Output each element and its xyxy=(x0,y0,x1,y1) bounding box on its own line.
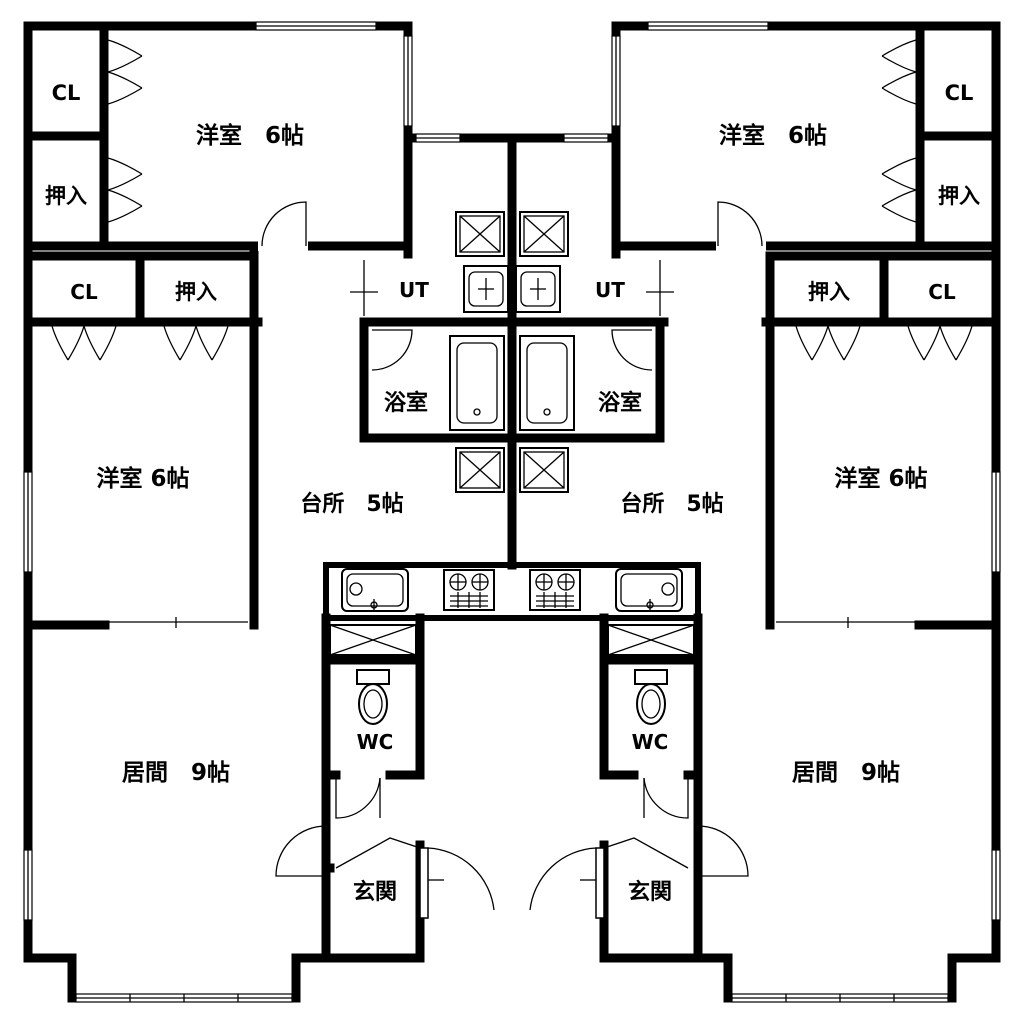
labels-right: 洋室 6帖 CL 押入 CL 押入 洋室 6帖 UT 浴室 台所 5帖 WC 居… xyxy=(595,81,980,905)
room-label-cl-mid-left: CL xyxy=(70,280,98,304)
room-label-bath-right: 浴室 xyxy=(598,390,642,416)
room-label-cl-mid-right: CL xyxy=(928,280,956,304)
room-label-living-right: 居間 9帖 xyxy=(792,760,900,786)
room-label-wc-right: WC xyxy=(632,730,669,754)
room-label-cl-top-left: CL xyxy=(52,81,81,105)
room-label-oshiire-mid-right: 押入 xyxy=(808,280,850,304)
unit-left xyxy=(23,21,669,1003)
room-label-kitchen-right: 台所 5帖 xyxy=(620,491,723,517)
room-label-oshiire-mid-left: 押入 xyxy=(175,280,217,304)
room-label-entrance-right: 玄関 xyxy=(628,879,672,905)
room-label-wc-left: WC xyxy=(357,730,394,754)
room-label-ut-right: UT xyxy=(595,278,625,302)
unit-right xyxy=(507,21,1001,1003)
room-label-bedroom-top-left: 洋室 6帖 xyxy=(196,122,304,149)
room-label-oshiire-top-left: 押入 xyxy=(45,184,87,208)
room-label-bedroom-top-right: 洋室 6帖 xyxy=(719,122,827,149)
room-label-bedroom-mid-right: 洋室 6帖 xyxy=(834,465,927,492)
room-label-bath-left: 浴室 xyxy=(384,390,428,416)
room-label-kitchen-left: 台所 5帖 xyxy=(300,491,403,517)
room-label-cl-top-right: CL xyxy=(945,81,974,105)
room-label-bedroom-mid-left: 洋室 6帖 xyxy=(96,465,189,492)
labels-left: 洋室 6帖 CL 押入 CL 押入 洋室 6帖 UT 浴室 台所 5帖 WC 居… xyxy=(45,81,429,905)
room-label-ut-left: UT xyxy=(399,278,429,302)
room-label-living-left: 居間 9帖 xyxy=(122,760,230,786)
room-label-oshiire-top-right: 押入 xyxy=(938,184,980,208)
room-label-entrance-left: 玄関 xyxy=(353,879,397,905)
